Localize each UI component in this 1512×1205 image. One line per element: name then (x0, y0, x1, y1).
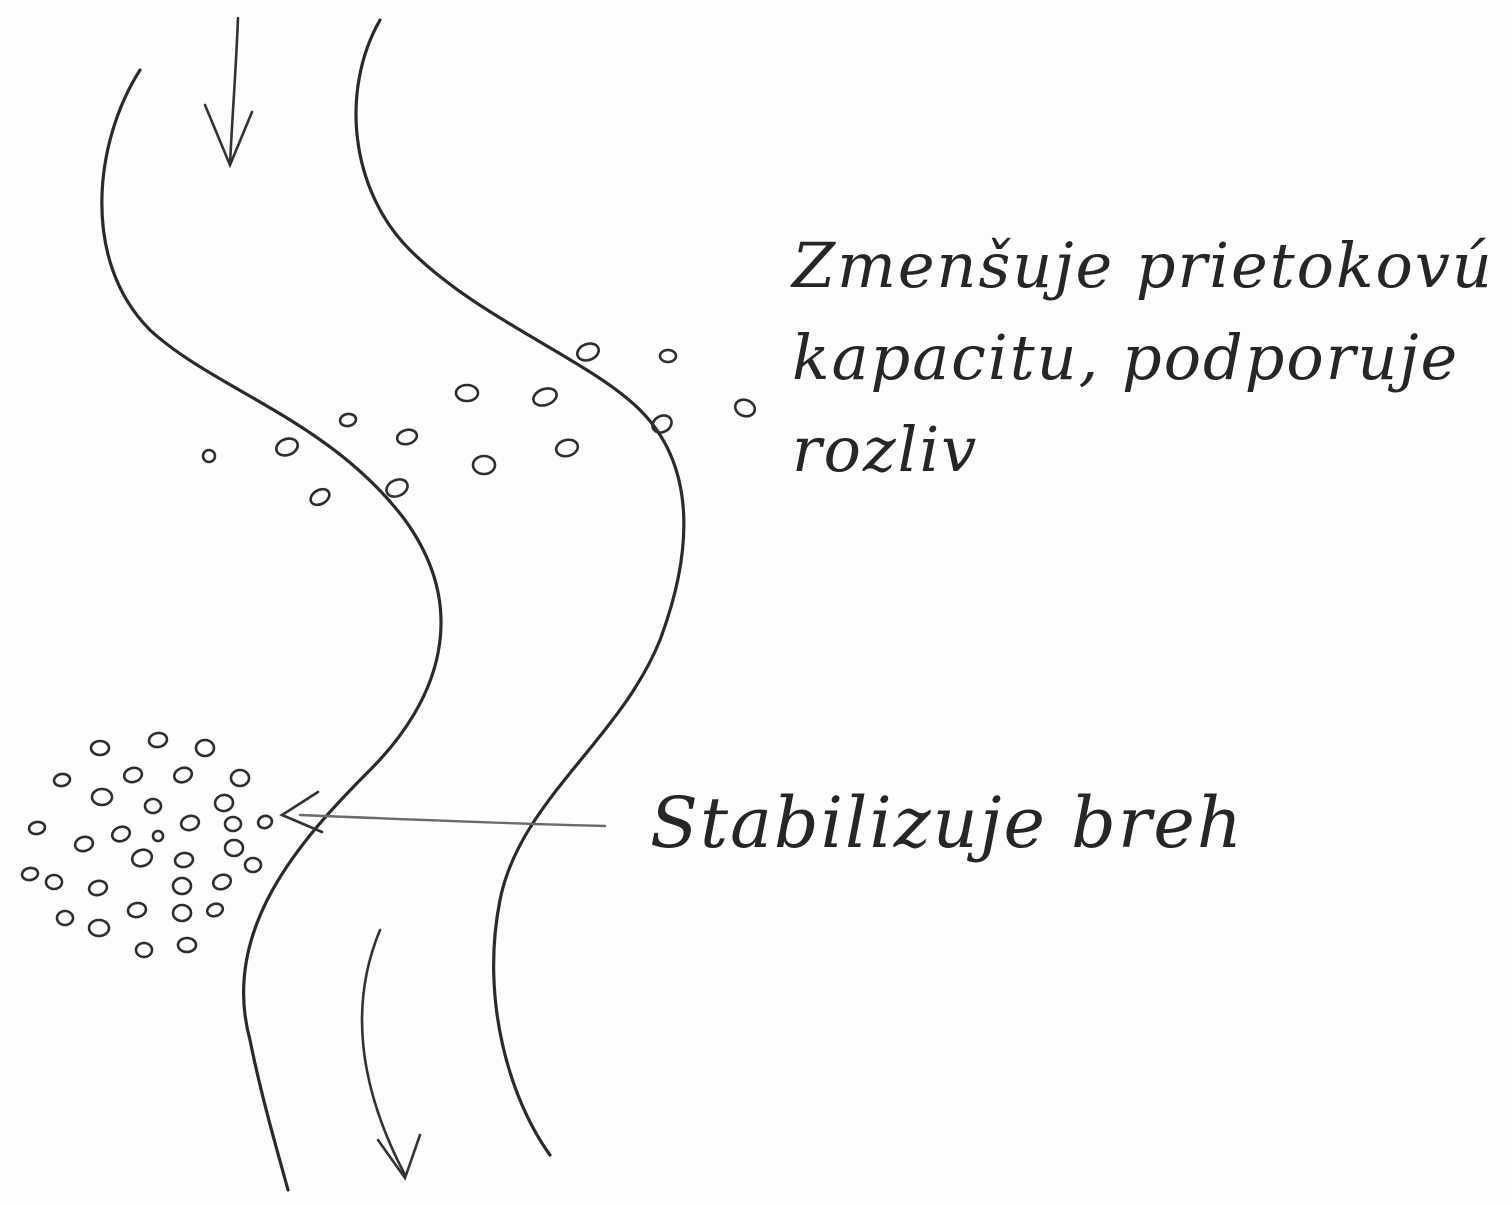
pebble (55, 909, 75, 927)
pebble-band-upper (201, 342, 757, 507)
pebble-cluster-bank (20, 731, 274, 959)
flow-in-arrow-icon (203, 16, 254, 169)
pebble (454, 383, 480, 403)
pebble (385, 478, 409, 498)
pebble (172, 766, 194, 784)
inflow-annotation: Zmenšuje prietokovú kapacitu, podporuje … (792, 220, 1492, 496)
pebble (229, 768, 251, 788)
pebble (176, 936, 198, 954)
pebble (143, 797, 163, 815)
flow-out-arrow-icon (360, 928, 422, 1181)
pebble (532, 387, 558, 407)
pebble (576, 342, 600, 362)
pebble (205, 902, 225, 918)
pebble (243, 856, 263, 874)
pebble (554, 438, 580, 458)
pebble (173, 851, 195, 869)
pebble (213, 793, 235, 813)
pebble (134, 941, 154, 959)
pebble (87, 918, 111, 938)
pebble (20, 866, 40, 882)
pebble (223, 838, 245, 858)
pebble (658, 348, 678, 364)
annotation-line-3: rozliv (792, 413, 979, 486)
pebble (122, 766, 144, 784)
pebble (179, 814, 201, 832)
left-riverbank (100, 68, 443, 1192)
pebble (395, 428, 419, 446)
pebble (256, 814, 274, 830)
annotation-line-2: kapacitu, podporuje (792, 321, 1460, 394)
annotation-line-1: Zmenšuje prietokovú (792, 229, 1494, 302)
pebble (275, 437, 299, 457)
pebble (126, 901, 148, 919)
pebble (73, 835, 95, 853)
pebble (44, 873, 64, 891)
pebble (309, 487, 331, 507)
pebble (201, 448, 217, 464)
pebble (90, 787, 114, 807)
pebble (171, 903, 193, 923)
pebble (89, 739, 111, 757)
pebble (87, 879, 109, 897)
pebble (52, 772, 72, 788)
bank-annotation: Stabilizuje breh (650, 782, 1244, 864)
pebble (151, 829, 165, 843)
pebble (130, 848, 154, 868)
pebble (733, 398, 757, 418)
right-riverbank (354, 18, 686, 1157)
pebble (110, 825, 132, 843)
pointer-arrow-icon (279, 790, 607, 834)
pebble (471, 454, 497, 476)
pebble (651, 414, 673, 434)
pebble (338, 412, 358, 428)
pebble (211, 873, 233, 891)
pebble (27, 820, 47, 836)
pebble (194, 738, 216, 758)
pebble (171, 876, 193, 896)
pebble (147, 731, 169, 749)
pebble (223, 815, 243, 833)
